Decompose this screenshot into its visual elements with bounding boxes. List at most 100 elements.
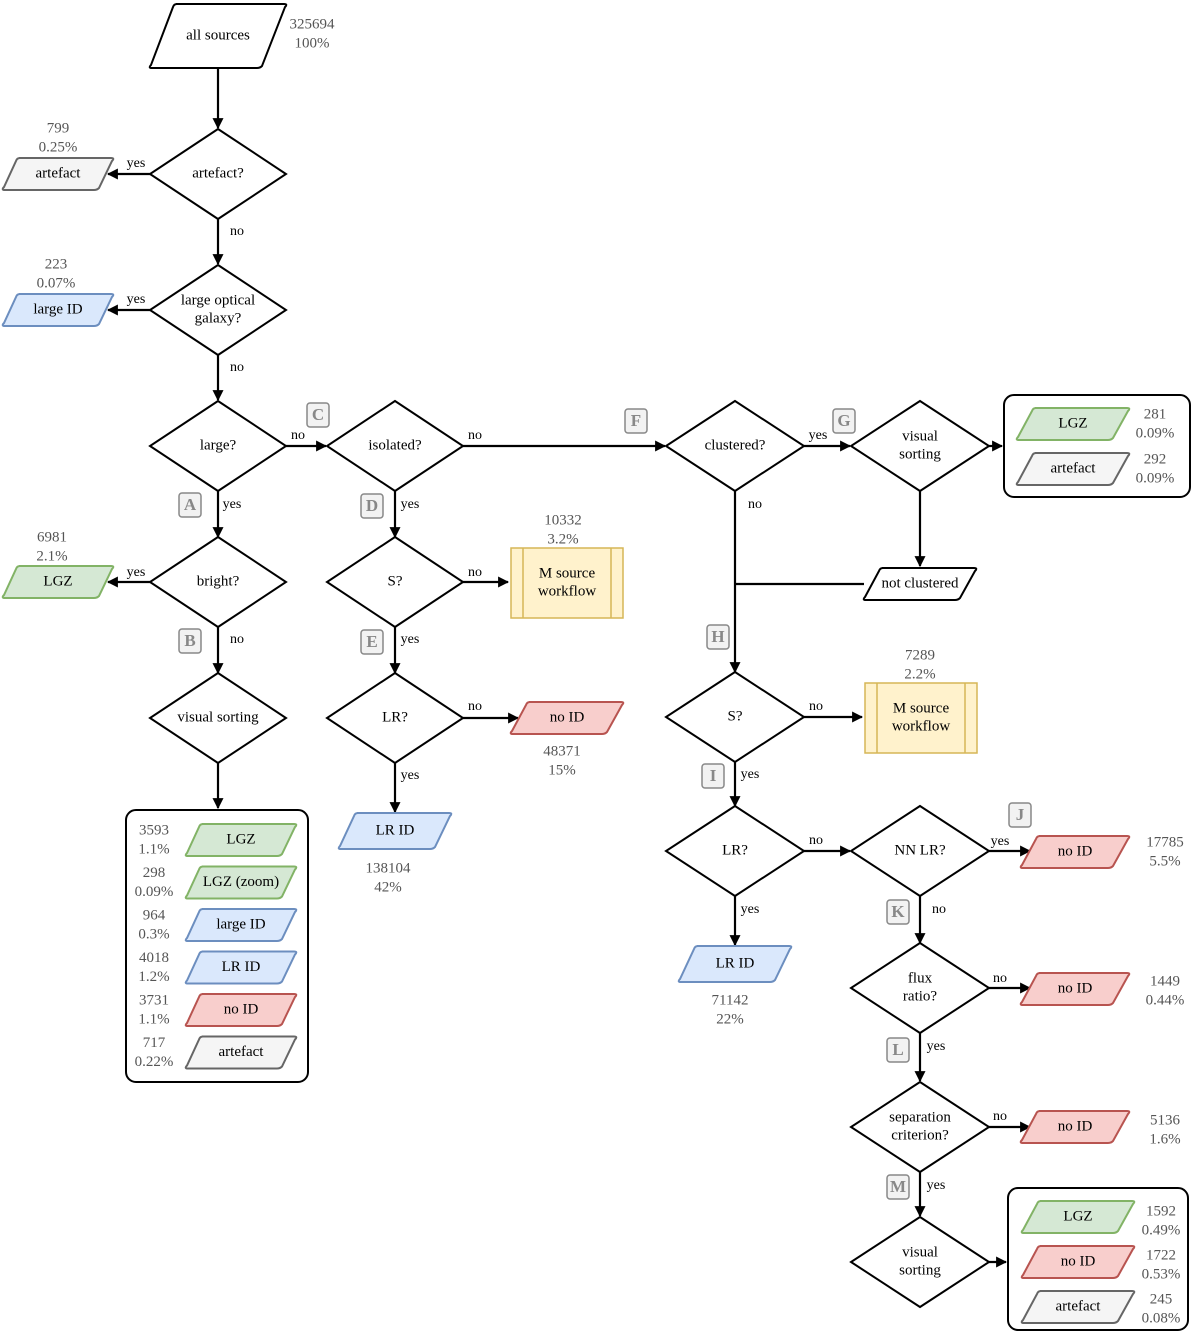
visual-box-1-item-3-shape xyxy=(184,950,298,985)
edge-label-no: no xyxy=(748,497,762,512)
edge-label-yes: yes xyxy=(401,632,420,647)
visual-sorting-g-label: visual xyxy=(902,428,938,444)
visual-box-1-row-4-percent: 1.1% xyxy=(138,1011,169,1027)
large-decision-label: large? xyxy=(200,437,237,453)
lr-id-outcome-1-shape xyxy=(337,812,453,850)
flux-ratio-decision-label: flux xyxy=(908,970,933,986)
no-id-outcome-1-shape xyxy=(509,701,625,735)
j-no-id-shape xyxy=(1019,835,1131,869)
lr-id-outcome-2-shape xyxy=(677,945,793,983)
edge-label-yes: yes xyxy=(927,1178,946,1193)
step-F-text: F xyxy=(631,411,641,430)
step-L-box xyxy=(886,1037,910,1063)
visual-box-1-row-2-count: 964 xyxy=(143,907,166,923)
m-source-workflow-2-count: 7289 xyxy=(905,647,935,663)
visual-sorting-1-label: visual sorting xyxy=(177,709,259,725)
visual-box-1-row-0-count: 3593 xyxy=(139,822,169,838)
m-source-workflow-1-label: workflow xyxy=(538,583,596,599)
step-K-box xyxy=(886,899,910,925)
visual-box-m-no-id-shape xyxy=(1020,1245,1136,1279)
edge-label-yes: yes xyxy=(401,497,420,512)
visual-box-1-row-1-count: 298 xyxy=(143,865,166,881)
j-no-id-percent: 5.5% xyxy=(1149,853,1180,869)
k-no-id-label: no ID xyxy=(1058,980,1093,996)
visual-box-1-item-4-shape xyxy=(184,993,298,1027)
l-no-id-count: 5136 xyxy=(1150,1112,1181,1128)
not-clustered-shape xyxy=(862,567,978,601)
visual-box-m-no-id-count: 1722 xyxy=(1146,1247,1176,1263)
no-id-outcome-1-count: 48371 xyxy=(543,743,581,759)
edge-label-yes: yes xyxy=(223,497,242,512)
visual-box-1-row-5-percent: 0.22% xyxy=(135,1054,174,1070)
bright-decision-shape xyxy=(148,535,288,629)
flux-ratio-decision-shape xyxy=(849,941,991,1035)
step-M-box xyxy=(886,1174,910,1200)
edge-label-yes: yes xyxy=(127,156,146,171)
k-no-id-count: 1449 xyxy=(1150,973,1180,989)
edge-label-no: no xyxy=(230,224,244,239)
s-decision-1-label: S? xyxy=(388,573,403,589)
large-id-outcome-label: large ID xyxy=(33,301,82,317)
edge-label-yes: yes xyxy=(127,292,146,307)
step-H-box xyxy=(706,624,730,650)
lr-id-outcome-2-percent: 22% xyxy=(716,1011,744,1027)
visual-box-1-item-2-shape xyxy=(184,908,298,942)
l-no-id-label: no ID xyxy=(1058,1118,1093,1134)
step-B-text: B xyxy=(184,631,195,650)
visual-box-1-row-1-percent: 0.09% xyxy=(135,884,174,900)
visual-box-m-artefact-label: artefact xyxy=(1056,1298,1102,1314)
visual-box-g-lgz-count: 281 xyxy=(1144,406,1167,422)
bright-lgz-outcome-count: 6981 xyxy=(37,529,67,545)
artefact-decision-label: artefact? xyxy=(192,165,244,181)
visual-box-m-artefact-shape xyxy=(1020,1290,1136,1324)
edge-label-yes: yes xyxy=(127,565,146,580)
visual-box-1-row-3-count: 4018 xyxy=(139,950,169,966)
all-sources-percent: 100% xyxy=(295,35,330,51)
edge-label-no: no xyxy=(468,565,482,580)
clustered-decision-shape xyxy=(664,399,806,493)
m-source-workflow-1-shape xyxy=(510,547,624,619)
step-M-text: M xyxy=(890,1177,906,1196)
step-D-box xyxy=(360,493,384,519)
visual-box-g-lgz-label: LGZ xyxy=(1058,415,1087,431)
m-source-workflow-2-shape xyxy=(864,682,978,754)
visual-sorting-m-label: sorting xyxy=(899,1262,941,1278)
edge-label-yes: yes xyxy=(741,767,760,782)
visual-box-g-artefact-percent: 0.09% xyxy=(1136,470,1175,486)
lr-id-outcome-1-label: LR ID xyxy=(376,822,415,838)
visual-box-m-no-id-percent: 0.53% xyxy=(1142,1266,1181,1282)
step-E-text: E xyxy=(366,632,377,651)
large-id-outcome-shape xyxy=(1,293,115,327)
m-source-workflow-1-label: M source xyxy=(539,565,596,581)
separation-decision-shape xyxy=(849,1080,991,1174)
edge-label-yes: yes xyxy=(991,834,1010,849)
m-source-workflow-2-label: workflow xyxy=(892,718,950,734)
visual-box-g-lgz-percent: 0.09% xyxy=(1136,425,1175,441)
artefact-outcome-count: 799 xyxy=(47,120,70,136)
visual-sorting-g-label: sorting xyxy=(899,446,941,462)
large-optical-decision-label: galaxy? xyxy=(195,310,242,326)
visual-box-1-row-2-percent: 0.3% xyxy=(138,926,169,942)
nn-lr-decision-shape xyxy=(849,804,991,898)
step-K-text: K xyxy=(891,902,905,921)
j-no-id-label: no ID xyxy=(1058,843,1093,859)
edge-label-no: no xyxy=(809,833,823,848)
edge-label-no: no xyxy=(932,902,946,917)
lr-decision-1-label: LR? xyxy=(382,709,408,725)
k-no-id-shape xyxy=(1019,972,1131,1006)
edge-label-yes: yes xyxy=(927,1039,946,1054)
visual-box-1-item-5-label: artefact xyxy=(219,1044,265,1060)
visual-box-1-item-2-label: large ID xyxy=(216,916,265,932)
edge-label-yes: yes xyxy=(809,428,828,443)
l-no-id-percent: 1.6% xyxy=(1149,1131,1180,1147)
edge-label-no: no xyxy=(993,971,1007,986)
lr-id-outcome-2-count: 71142 xyxy=(712,992,749,1008)
m-source-workflow-1-count: 10332 xyxy=(544,512,582,528)
visual-box-m-no-id-label: no ID xyxy=(1061,1253,1096,1269)
bright-lgz-outcome-shape xyxy=(1,565,115,599)
visual-box-m-lgz-shape xyxy=(1020,1200,1136,1234)
step-D-text: D xyxy=(366,496,378,515)
step-L-text: L xyxy=(892,1040,903,1059)
step-G-box xyxy=(832,408,856,434)
